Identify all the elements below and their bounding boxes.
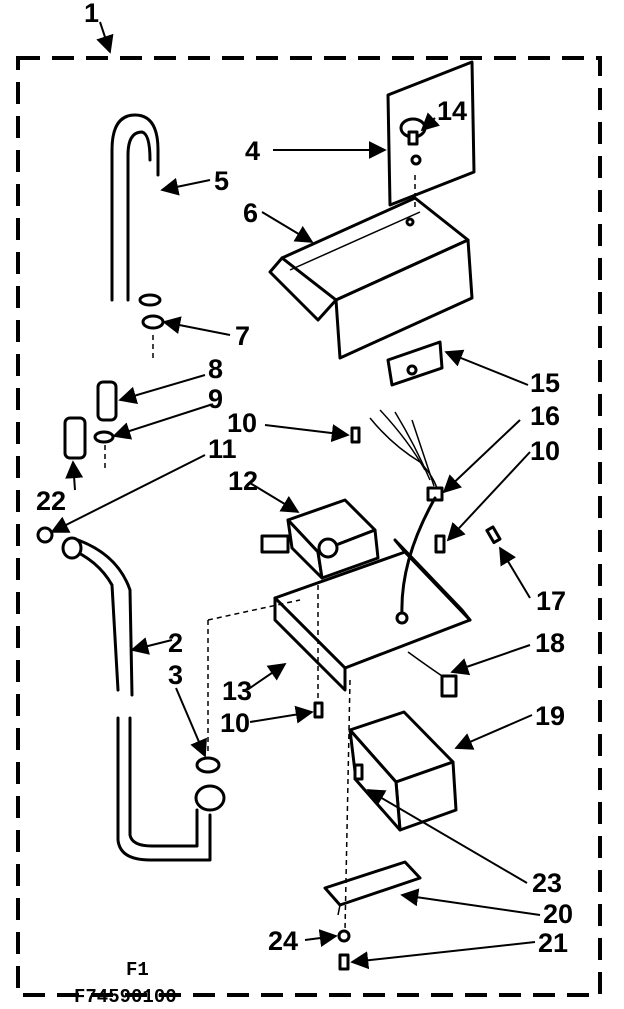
assembly-leader <box>96 21 114 54</box>
callout-9: 9 <box>208 384 223 414</box>
bracket-20 <box>323 860 422 916</box>
callout-2: 2 <box>168 628 183 658</box>
callout-22: 22 <box>36 486 66 516</box>
callout-24: 24 <box>268 926 298 956</box>
callout-12: 12 <box>228 466 258 496</box>
callout-15: 15 <box>530 368 560 398</box>
callout-14: 14 <box>437 96 467 126</box>
assembly-label: 1 <box>84 0 99 28</box>
assembly-frame <box>16 56 602 997</box>
callout-4: 4 <box>245 136 260 166</box>
switch-12 <box>260 498 380 580</box>
callout-16: 16 <box>530 401 560 431</box>
callout-20: 20 <box>543 899 573 929</box>
callout-10-right: 10 <box>530 436 560 466</box>
callout-21: 21 <box>538 928 568 958</box>
base-plate-13 <box>273 496 472 692</box>
callout-13: 13 <box>222 676 252 706</box>
wire-harness-16 <box>369 409 444 502</box>
hose-2-lower <box>116 716 226 862</box>
fitting-22 <box>63 416 87 460</box>
callout-8: 8 <box>208 354 223 384</box>
callout-numbers: 4 14 5 6 7 8 9 10 11 12 22 15 16 10 17 1… <box>36 96 573 958</box>
nut-11 <box>36 526 54 544</box>
callout-7: 7 <box>235 321 250 351</box>
panel-4 <box>386 60 476 207</box>
callout-19: 19 <box>535 701 565 731</box>
connector-18 <box>407 651 458 698</box>
bracket-15 <box>386 340 444 387</box>
leader-lines <box>50 112 541 970</box>
callout-5: 5 <box>214 166 229 196</box>
callout-17: 17 <box>536 586 566 616</box>
callout-10-top: 10 <box>227 408 257 438</box>
washer-3 <box>195 756 221 774</box>
fitting-8 <box>96 380 118 422</box>
callout-10-bottom: 10 <box>220 708 250 738</box>
callout-11: 11 <box>208 434 237 464</box>
callout-23: 23 <box>532 868 562 898</box>
washer-9 <box>93 430 115 444</box>
hose-2 <box>61 536 134 697</box>
washer-7 <box>141 314 165 330</box>
drawing-number: F74590100 <box>74 986 177 1008</box>
j-tube <box>110 113 162 307</box>
screws <box>313 426 502 971</box>
callout-18: 18 <box>535 628 565 658</box>
alignment-lines <box>104 175 416 931</box>
channel-6 <box>268 196 474 360</box>
callout-3: 3 <box>168 660 183 690</box>
figure-label: F1 <box>126 959 149 981</box>
callout-6: 6 <box>243 198 258 228</box>
bracket-19 <box>348 710 458 832</box>
